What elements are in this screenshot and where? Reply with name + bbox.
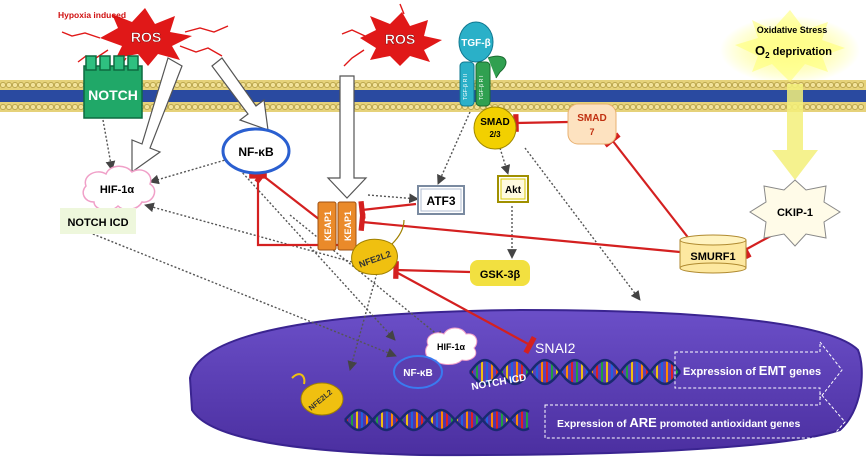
o2-rest: deprivation xyxy=(770,46,833,58)
ros-to-keap1-arrow xyxy=(326,75,368,199)
nuclear-hif1a-label: HIF-1α xyxy=(437,342,466,352)
gsk3b-node: GSK-3β xyxy=(470,260,530,286)
o2-sub: 2 xyxy=(765,51,770,60)
emt-post: genes xyxy=(786,366,821,378)
nuclear-nfkb-label: NF-κB xyxy=(403,368,432,379)
are-expression-banner: Expression of ARE promoted antioxidant g… xyxy=(544,391,846,452)
hypoxia-label: Hypoxia induced xyxy=(58,10,126,20)
nfkb-label: NF-κB xyxy=(238,145,274,159)
nfkb-node: NF-κB xyxy=(221,127,291,175)
activation-arrows xyxy=(77,111,641,371)
nuclear-hif1a-node: HIF-1α xyxy=(425,327,478,365)
nuclear-nfe2l2-node: NFE2L2 xyxy=(291,373,344,416)
are-big: ARE xyxy=(629,415,657,430)
notch-icd-label: NOTCH ICD xyxy=(67,217,128,229)
smad7-node: SMAD 7 xyxy=(567,103,617,145)
smad7-bot: 7 xyxy=(589,127,594,137)
oxidative-stress-icon: Oxidative Stress O2 deprivation xyxy=(720,10,860,84)
smurf1-label: SMURF1 xyxy=(690,251,735,263)
keap1-a-label: KEAP1 xyxy=(323,211,333,241)
nuclear-nfkb-node: NF-κB xyxy=(393,355,443,389)
gsk3b-label: GSK-3β xyxy=(480,269,521,281)
ros-left-label: ROS xyxy=(131,29,161,45)
notch-icd-node: NOTCH ICD xyxy=(60,208,136,234)
oxidative-stress-arrow xyxy=(772,84,818,180)
emt-expression-banner: Expression of EMT genes xyxy=(674,340,843,400)
ckip1-node: CKIP-1 xyxy=(749,179,841,247)
smurf1-node: SMURF1 xyxy=(679,234,747,274)
smad23-top: SMAD xyxy=(480,117,509,128)
ros-mid-icon: ROS xyxy=(341,3,442,67)
snai2-label: SNAI2 xyxy=(535,340,576,356)
atf3-label: ATF3 xyxy=(426,194,455,208)
ros-left-icon: ROS Hypoxia induced xyxy=(58,8,229,75)
ros-mid-label: ROS xyxy=(385,31,415,47)
ros-to-nfkb-arrow xyxy=(211,57,269,131)
tgfb-receptor-icon: TGF-β TGF-β R II TGF-β R I xyxy=(458,21,507,107)
tgfb-label: TGF-β xyxy=(461,38,490,49)
ros-to-hif-arrow xyxy=(131,57,183,174)
ckip1-label: CKIP-1 xyxy=(777,207,813,219)
svg-text:O2 deprivation: O2 deprivation xyxy=(755,43,832,60)
tgfbr2-label: TGF-β R II xyxy=(463,73,469,100)
dna-helix-icon xyxy=(344,408,530,432)
hif1a-node: HIF-1α xyxy=(82,165,156,212)
hif1a-label: HIF-1α xyxy=(100,184,135,196)
atf3-node: ATF3 xyxy=(417,185,465,215)
o2-label: O xyxy=(755,43,765,58)
svg-text:Expression of ARE promoted ant: Expression of ARE promoted antioxidant g… xyxy=(557,415,800,430)
akt-label: Akt xyxy=(505,185,522,196)
notch-label: NOTCH xyxy=(88,87,138,103)
emt-big: EMT xyxy=(759,363,787,378)
svg-text:Expression of EMT genes: Expression of EMT genes xyxy=(683,363,821,378)
akt-node: Akt xyxy=(497,175,529,203)
nfe2l2-node: NFE2L2 xyxy=(351,219,405,275)
emt-pre: Expression of xyxy=(683,366,759,378)
are-pre: Expression of xyxy=(557,418,629,430)
dna-helix-icon xyxy=(469,358,681,386)
are-post: promoted antioxidant genes xyxy=(657,418,801,430)
smad23-bot: 2/3 xyxy=(489,130,501,139)
oxidative-stress-label: Oxidative Stress xyxy=(757,25,828,35)
smad23-node: SMAD 2/3 xyxy=(473,106,517,150)
tgfbr1-label: TGF-β R I xyxy=(479,75,485,100)
keap1-b-label: KEAP1 xyxy=(343,211,353,241)
keap1-node: KEAP1 KEAP1 xyxy=(317,201,357,251)
notch-receptor-icon: NOTCH xyxy=(83,55,143,119)
smad7-top: SMAD xyxy=(577,113,606,124)
